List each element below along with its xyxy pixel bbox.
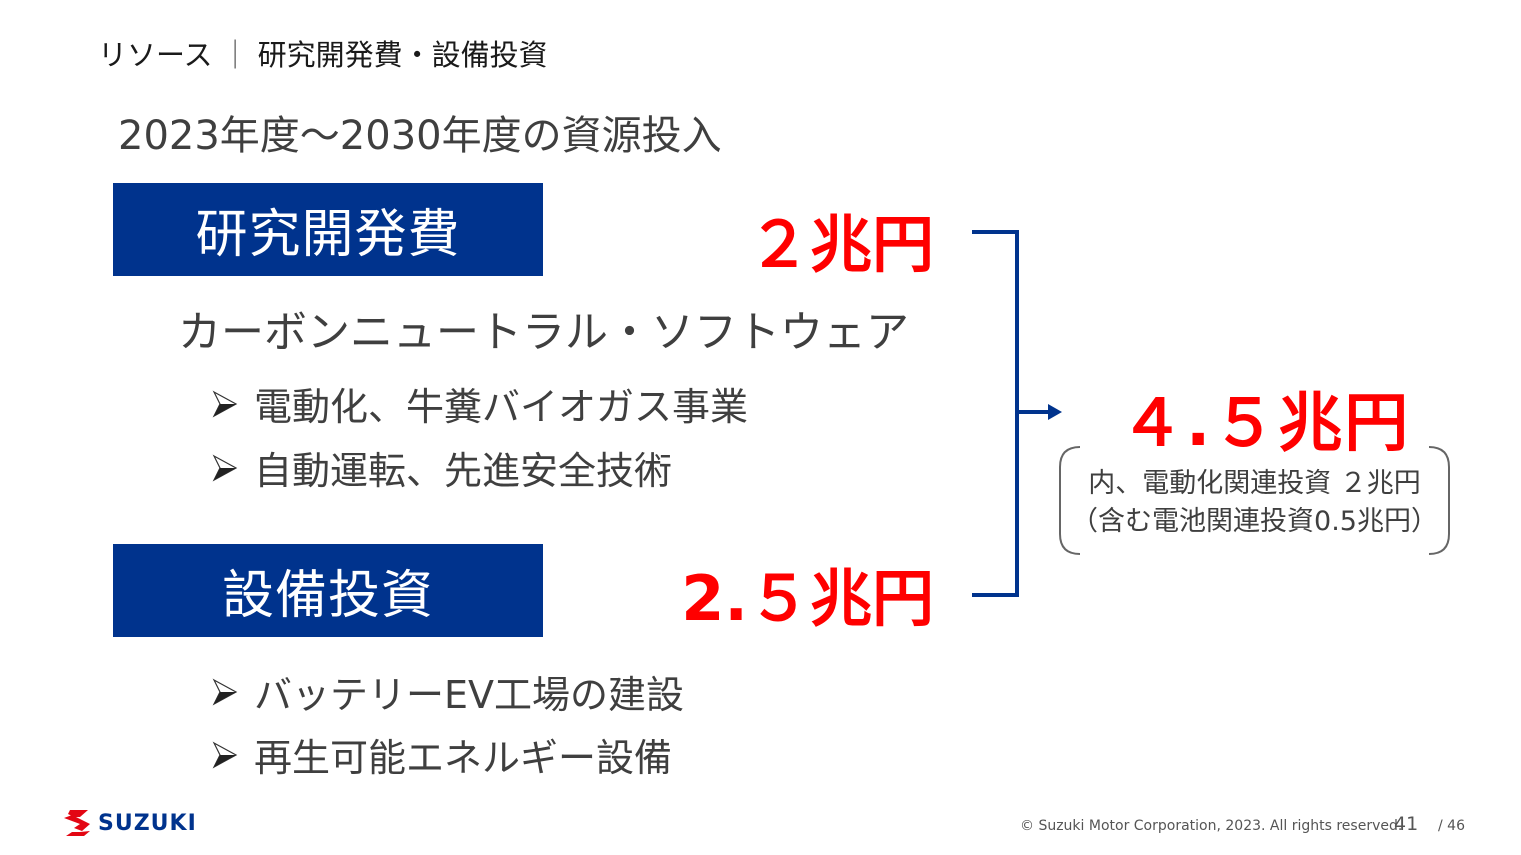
arrowhead-bullet-icon — [212, 390, 238, 417]
rd-bullet-text: 自動運転、先進安全技術 — [254, 449, 673, 493]
page-number: 41 — [1394, 813, 1419, 835]
section-label: リソース — [98, 38, 213, 72]
copyright: © Suzuki Motor Corporation, 2023. All ri… — [1020, 818, 1403, 834]
section-topic: 研究開発費・設備投資 — [257, 38, 548, 72]
capex-amount: 2.５兆円 — [681, 562, 934, 635]
rd-label: 研究開発費 — [195, 205, 461, 265]
capex-bullet-text: 再生可能エネルギー設備 — [254, 736, 673, 780]
capex-label-box: 設備投資 — [113, 544, 543, 637]
note-line-2: （含む電池関連投資0.5兆円） — [1071, 506, 1438, 537]
arrowhead-bullet-icon — [212, 454, 238, 481]
rd-label-box: 研究開発費 — [113, 183, 543, 276]
rd-bullet-text: 電動化、牛糞バイオガス事業 — [254, 385, 749, 429]
capex-bullet-text: バッテリーEV工場の建設 — [254, 673, 685, 717]
capex-label: 設備投資 — [221, 566, 434, 626]
total-amount: ４.５兆円 — [1120, 387, 1411, 461]
rd-bullet: 自動運転、先進安全技術 — [212, 440, 672, 495]
arrowhead-bullet-icon — [212, 741, 238, 768]
suzuki-logo: SUZUKI — [62, 810, 197, 836]
section-header: リソース｜研究開発費・設備投資 — [98, 32, 548, 74]
suzuki-s-emblem-icon — [64, 810, 90, 836]
rd-amount: ２兆円 — [747, 208, 934, 281]
rd-bullet: 電動化、牛糞バイオガス事業 — [212, 376, 748, 431]
slide-title: 2023年度～2030年度の資源投入 — [118, 113, 722, 159]
parenthesis-bracket-icon — [1059, 446, 1450, 555]
page-total: / 46 — [1438, 818, 1465, 834]
capex-bullet: バッテリーEV工場の建設 — [212, 664, 684, 719]
note-line-1: 内、電動化関連投資 ２兆円 — [1088, 468, 1421, 499]
header-separator: ｜ — [220, 38, 250, 72]
capex-bullet: 再生可能エネルギー設備 — [212, 727, 672, 782]
arrow-right-icon — [1048, 404, 1062, 420]
arrowhead-bullet-icon — [212, 678, 238, 705]
logo-wordmark: SUZUKI — [98, 810, 197, 836]
rd-subheading: カーボンニュートラル・ソフトウェア — [178, 308, 909, 358]
total-breakdown-note: 内、電動化関連投資 ２兆円 （含む電池関連投資0.5兆円） — [1058, 445, 1451, 556]
